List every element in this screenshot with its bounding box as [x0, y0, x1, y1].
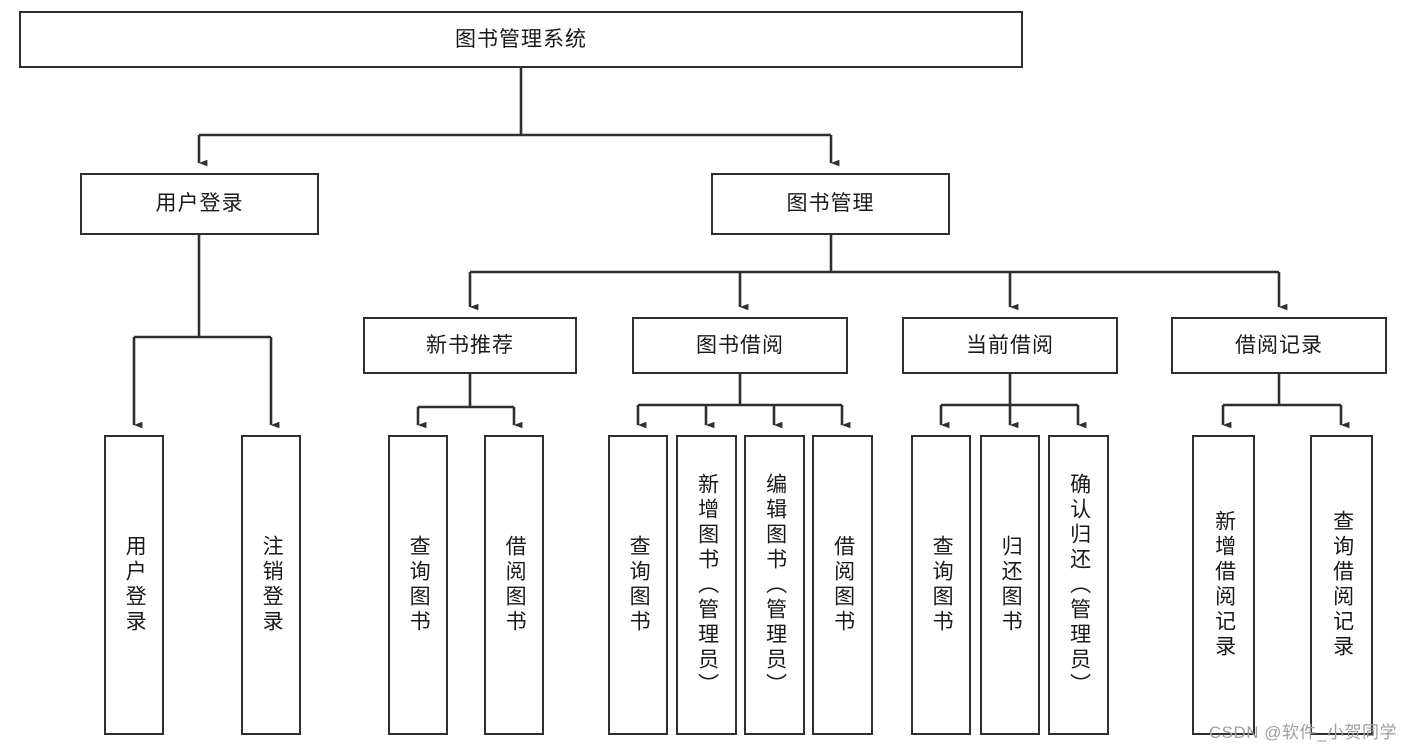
node-label: 借阅图书 [503, 535, 527, 635]
node-label: 新书推荐 [426, 333, 514, 357]
node-book-borrow-query[interactable]: 查询图书 [608, 435, 668, 735]
node-label: 借阅记录 [1235, 333, 1323, 357]
node-current-borrow-return[interactable]: 归还图书 [980, 435, 1040, 735]
edge-new-book-recommend-to-children [416, 374, 523, 429]
node-user-login-logout[interactable]: 注销登录 [241, 435, 301, 735]
node-label: 图书管理系统 [455, 27, 587, 51]
node-label: 注销登录 [260, 535, 284, 635]
edge-user-login-to-children [132, 235, 280, 429]
node-new-book-query[interactable]: 查询图书 [388, 435, 448, 735]
node-label: 新增图书（管理员） [695, 472, 719, 698]
node-label: 编辑图书（管理员） [763, 472, 787, 698]
node-current-borrow-confirm[interactable]: 确认归还（管理员） [1048, 435, 1109, 735]
node-label: 查询图书 [930, 535, 954, 635]
node-borrow-records-query[interactable]: 查询借阅记录 [1310, 435, 1373, 735]
node-label: 用户登录 [123, 535, 147, 635]
node-label: 查询借阅记录 [1330, 510, 1354, 660]
node-label: 查询图书 [627, 535, 651, 635]
node-book-management[interactable]: 图书管理 [711, 173, 950, 235]
node-label: 确认归还（管理员） [1067, 472, 1091, 698]
edge-borrow-records-to-children [1221, 374, 1350, 429]
node-borrow-records[interactable]: 借阅记录 [1171, 317, 1387, 374]
edge-current-borrow-to-children [939, 374, 1087, 429]
edge-root-to-level2 [197, 68, 840, 167]
node-book-borrow-borrow[interactable]: 借阅图书 [812, 435, 873, 735]
node-book-borrow[interactable]: 图书借阅 [632, 317, 848, 374]
node-label: 图书管理 [786, 192, 875, 216]
node-label: 图书借阅 [696, 333, 784, 357]
node-book-management-system[interactable]: 图书管理系统 [19, 11, 1023, 68]
edge-book-management-to-children [468, 235, 1288, 311]
node-current-borrow-query[interactable]: 查询图书 [911, 435, 971, 735]
node-new-book-borrow[interactable]: 借阅图书 [484, 435, 544, 735]
node-label: 用户登录 [155, 192, 244, 216]
node-label: 查询图书 [407, 535, 431, 635]
edge-book-borrow-to-children [636, 374, 851, 429]
node-label: 借阅图书 [831, 535, 855, 635]
node-new-book-recommend[interactable]: 新书推荐 [363, 317, 577, 374]
csdn-watermark: CSDN @软件_小贺同学 [1208, 723, 1397, 742]
node-label: 归还图书 [999, 535, 1023, 635]
node-book-borrow-add[interactable]: 新增图书（管理员） [676, 435, 737, 735]
node-label: 新增借阅记录 [1212, 510, 1236, 660]
node-current-borrow[interactable]: 当前借阅 [902, 317, 1118, 374]
node-book-borrow-edit[interactable]: 编辑图书（管理员） [744, 435, 805, 735]
node-user-login[interactable]: 用户登录 [80, 173, 319, 235]
node-label: 当前借阅 [966, 333, 1054, 357]
node-borrow-records-add[interactable]: 新增借阅记录 [1192, 435, 1255, 735]
node-user-login-login[interactable]: 用户登录 [104, 435, 164, 735]
